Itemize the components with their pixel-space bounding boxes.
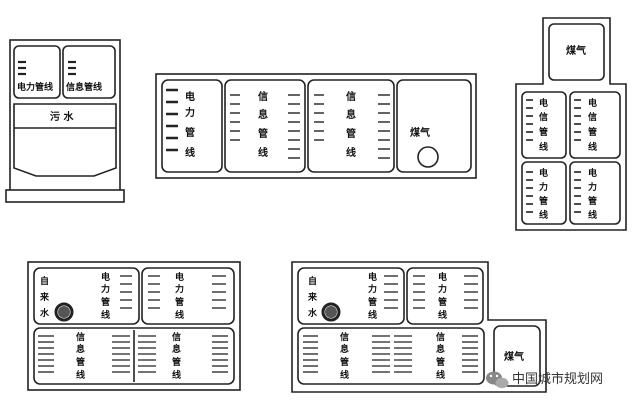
label-e-gas: 煤气 [504,350,524,363]
svg-text:管: 管 [185,126,195,139]
svg-text:息: 息 [76,343,85,355]
svg-text:管: 管 [346,127,356,140]
svg-text:线: 线 [172,369,181,381]
section-c [515,17,627,231]
wechat-icon [486,371,509,389]
label-d-info-1: 信 息 管 线 [76,331,85,381]
svg-text:管: 管 [539,195,548,207]
svg-text:电: 电 [101,271,110,283]
svg-text:力: 力 [175,283,184,295]
svg-text:水: 水 [308,307,318,319]
svg-text:力: 力 [588,181,597,193]
svg-text:信: 信 [588,111,597,123]
label-d-info-2: 信 息 管 线 [172,331,181,381]
svg-text:管: 管 [539,126,548,138]
svg-text:信: 信 [340,331,349,343]
svg-text:力: 力 [368,283,377,295]
svg-text:信: 信 [172,331,181,343]
svg-text:线: 线 [101,309,110,321]
svg-text:电: 电 [175,271,184,283]
watermark-text: 中国城市规划网 [512,371,603,387]
label-b-power: 电 力 管 线 [185,90,195,159]
svg-text:管: 管 [436,356,445,368]
svg-text:管: 管 [340,356,349,368]
svg-text:自: 自 [308,275,317,287]
svg-text:信: 信 [539,111,548,123]
svg-text:管: 管 [368,296,377,308]
svg-text:线: 线 [438,309,447,321]
svg-text:管: 管 [76,356,85,368]
svg-text:电: 电 [185,90,195,103]
label-c-info-2: 电 信 管 线 [588,97,597,153]
label-a-info: 信息管线 [66,81,102,93]
svg-text:线: 线 [539,141,548,153]
svg-text:管: 管 [588,126,597,138]
watermark: 中国城市规划网 [486,371,603,389]
svg-text:自: 自 [40,275,49,287]
svg-text:电: 电 [588,167,597,179]
svg-text:电: 电 [588,97,597,109]
label-a-sewage: 污 水 [50,110,74,123]
svg-text:电: 电 [539,167,548,179]
svg-text:息: 息 [258,108,268,121]
svg-text:力: 力 [185,106,195,119]
label-d-water: 自 来 水 [39,275,50,319]
label-d-power-1: 电 力 管 线 [101,271,110,321]
label-c-info-1: 电 信 管 线 [539,97,548,153]
svg-text:水: 水 [40,307,50,319]
svg-text:管: 管 [588,195,597,207]
svg-text:息: 息 [340,343,349,355]
svg-text:线: 线 [258,146,268,159]
svg-text:力: 力 [101,283,110,295]
svg-text:管: 管 [175,296,184,308]
svg-text:电: 电 [368,271,377,283]
label-b-info-2: 信 息 管 线 [346,90,356,159]
label-e-power-2: 电 力 管 线 [438,271,447,321]
label-c-gas: 煤气 [566,44,586,57]
section-b [155,73,477,179]
svg-text:信: 信 [76,331,85,343]
svg-text:线: 线 [368,309,377,321]
label-e-power-1: 电 力 管 线 [368,271,377,321]
label-b-info-1: 信 息 管 线 [258,90,268,159]
svg-text:线: 线 [539,209,548,221]
label-e-info-1: 信 息 管 线 [340,331,349,381]
section-a [5,39,125,203]
svg-text:信: 信 [346,90,356,103]
label-b-gas: 煤气 [410,126,430,139]
svg-text:线: 线 [346,146,356,159]
svg-text:线: 线 [175,309,184,321]
svg-text:来: 来 [307,291,318,303]
label-d-power-2: 电 力 管 线 [175,271,184,321]
section-d [27,261,241,391]
svg-text:线: 线 [588,209,597,221]
svg-text:信: 信 [258,90,268,103]
svg-text:线: 线 [76,369,85,381]
label-e-info-2: 信 息 管 线 [436,331,445,381]
svg-text:息: 息 [436,343,445,355]
label-c-power-2: 电 力 管 线 [588,167,597,221]
label-c-power-1: 电 力 管 线 [539,167,548,221]
svg-text:管: 管 [438,296,447,308]
svg-text:管: 管 [258,127,268,140]
svg-text:来: 来 [39,291,50,303]
svg-text:息: 息 [346,108,356,121]
label-e-water: 自 来 水 [307,275,318,319]
svg-text:信: 信 [436,331,445,343]
label-a-power: 电力管线 [17,81,53,93]
svg-text:线: 线 [436,369,445,381]
svg-text:管: 管 [172,356,181,368]
svg-text:管: 管 [101,296,110,308]
svg-text:电: 电 [438,271,447,283]
svg-text:线: 线 [185,146,195,159]
svg-text:息: 息 [172,343,181,355]
svg-text:力: 力 [438,283,447,295]
section-e [291,261,547,393]
water-pipe-fill [58,306,337,318]
svg-text:力: 力 [539,181,548,193]
svg-text:线: 线 [340,369,349,381]
svg-text:线: 线 [588,141,597,153]
svg-text:电: 电 [539,97,548,109]
